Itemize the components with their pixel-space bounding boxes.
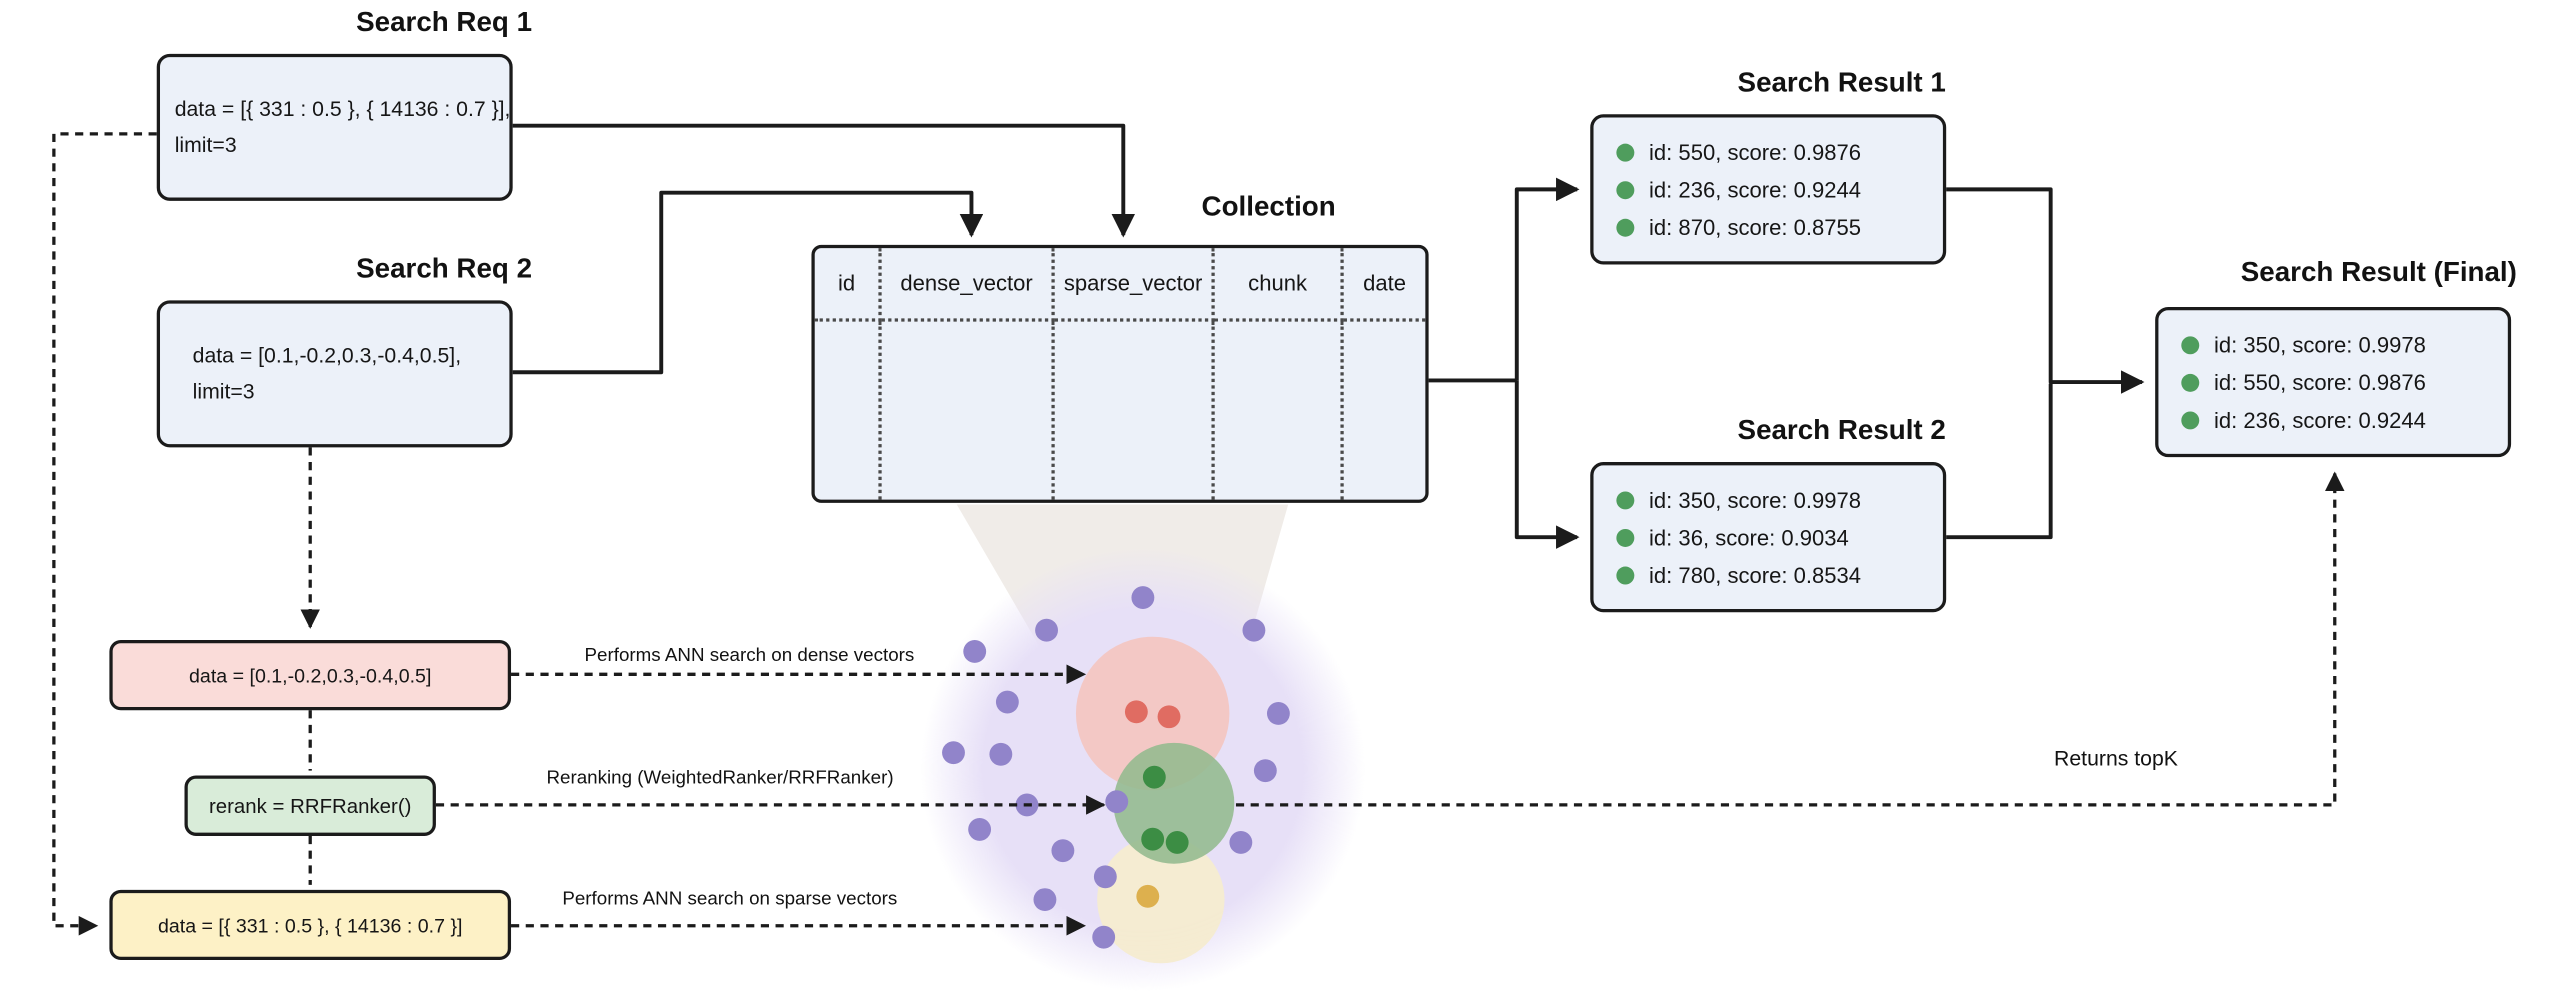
search-req-2-data: data = [0.1,-0.2,0.3,-0.4,0.5],	[192, 342, 462, 368]
result-item: id: 236, score: 0.9244	[2181, 407, 2508, 432]
collection-col-dense-vector: dense_vector	[881, 248, 1055, 322]
vector-space-dots	[942, 586, 1290, 949]
returns-topk-label: Returns topK	[2054, 746, 2178, 771]
sparse-cluster-dots	[1136, 884, 1160, 908]
rerank-label: Reranking (WeightedRanker/RRFRanker)	[546, 769, 894, 789]
arrow-collection-to-result2	[1514, 380, 1580, 549]
result-bullet-icon	[1616, 217, 1635, 236]
result-item: id: 36, score: 0.9034	[1616, 525, 1943, 549]
result-item-text: id: 550, score: 0.9876	[1649, 139, 1862, 165]
result-item: id: 550, score: 0.9876	[1616, 140, 1943, 164]
collection-col-sparse-vector: sparse_vector	[1054, 248, 1215, 322]
collection-col-date: date	[1343, 248, 1426, 322]
arrow-result1-to-final	[1946, 187, 2145, 394]
search-result-final-title: Search Result (Final)	[2240, 256, 2517, 288]
result-item: id: 870, score: 0.8755	[1616, 215, 1943, 239]
search-result-2-title: Search Result 2	[1737, 414, 1946, 446]
result-bullet-icon	[2181, 410, 2200, 429]
collection-title: Collection	[1201, 191, 1336, 223]
dashed-req1-to-sparse-query	[52, 132, 157, 936]
result-item-text: id: 350, score: 0.9978	[2213, 332, 2426, 357]
collection-body-cell	[815, 321, 882, 500]
result-item-text: id: 236, score: 0.9244	[1649, 177, 1862, 202]
arrow-result2-to-final	[1946, 383, 2053, 540]
dense-search-label: Performs ANN search on dense vectors	[584, 646, 915, 667]
result-item-text: id: 236, score: 0.9244	[2213, 407, 2426, 432]
result-item: id: 350, score: 0.9978	[2181, 332, 2508, 357]
sparse-query-text: data = [{ 331 : 0.5 }, { 14136 : 0.7 }]	[157, 913, 463, 937]
search-result-final-node: id: 350, score: 0.9978 id: 550, score: 0…	[2155, 306, 2512, 458]
search-req-1-title: Search Req 1	[356, 6, 533, 38]
result-item: id: 350, score: 0.9978	[1616, 487, 1943, 512]
result-item-text: id: 36, score: 0.9034	[1649, 524, 1849, 550]
search-result-2-node: id: 350, score: 0.9978 id: 36, score: 0.…	[1590, 462, 1947, 613]
result-bullet-icon	[2181, 373, 2200, 392]
dense-cluster-dots	[1124, 700, 1181, 729]
result-item: id: 780, score: 0.8534	[1616, 562, 1943, 587]
result-bullet-icon	[1616, 565, 1635, 584]
collection-table: id dense_vector sparse_vector chunk date	[811, 244, 1429, 503]
collection-body-cell	[1055, 321, 1215, 500]
result-item-text: id: 350, score: 0.9978	[1649, 487, 1862, 512]
arrow-collection-to-result1	[1514, 177, 1580, 381]
result-item-text: id: 870, score: 0.8755	[1649, 214, 1862, 240]
dense-query-node: data = [0.1,-0.2,0.3,-0.4,0.5]	[109, 640, 512, 711]
sparse-query-node: data = [{ 331 : 0.5 }, { 14136 : 0.7 }]	[109, 889, 512, 961]
sparse-cluster-circle	[1097, 835, 1225, 964]
collection-col-chunk: chunk	[1214, 248, 1344, 322]
dense-query-text: data = [0.1,-0.2,0.3,-0.4,0.5]	[189, 663, 432, 687]
result-item: id: 236, score: 0.9244	[1616, 177, 1943, 202]
result-bullet-icon	[1616, 528, 1635, 547]
sparse-search-label: Performs ANN search on sparse vectors	[562, 889, 898, 910]
search-result-1-title: Search Result 1	[1737, 66, 1946, 98]
result-bullet-icon	[1616, 180, 1635, 199]
result-bullet-icon	[2181, 335, 2200, 354]
search-req-1-data: data = [{ 331 : 0.5 }, { 14136 : 0.7 }],	[174, 96, 511, 121]
search-req-2-node: data = [0.1,-0.2,0.3,-0.4,0.5], limit=3	[156, 300, 513, 448]
result-item-text: id: 550, score: 0.9876	[2213, 369, 2426, 395]
search-req-1-node: data = [{ 331 : 0.5 }, { 14136 : 0.7 }],…	[156, 53, 513, 201]
collection-body-cell	[1344, 322, 1426, 500]
search-result-1-node: id: 550, score: 0.9876 id: 236, score: 0…	[1590, 114, 1947, 265]
search-req-1-limit: limit=3	[174, 132, 237, 157]
result-item-text: id: 780, score: 0.8534	[1649, 562, 1862, 587]
result-bullet-icon	[1616, 142, 1635, 161]
search-req-2-limit: limit=3	[192, 378, 255, 404]
reranker-node: rerank = RRFRanker()	[184, 775, 436, 836]
rerank-cluster-dots	[1141, 765, 1189, 854]
collection-body-cell	[1215, 321, 1344, 500]
result-bullet-icon	[1616, 490, 1635, 509]
reranker-text: rerank = RRFRanker()	[208, 794, 412, 818]
collection-body-cell	[882, 321, 1055, 500]
collection-col-id: id	[814, 248, 882, 322]
search-req-2-title: Search Req 2	[356, 253, 533, 285]
result-item: id: 550, score: 0.9876	[2181, 370, 2508, 394]
arrow-req2-to-collection	[512, 190, 984, 375]
arrow-req1-to-collection	[512, 123, 1136, 238]
